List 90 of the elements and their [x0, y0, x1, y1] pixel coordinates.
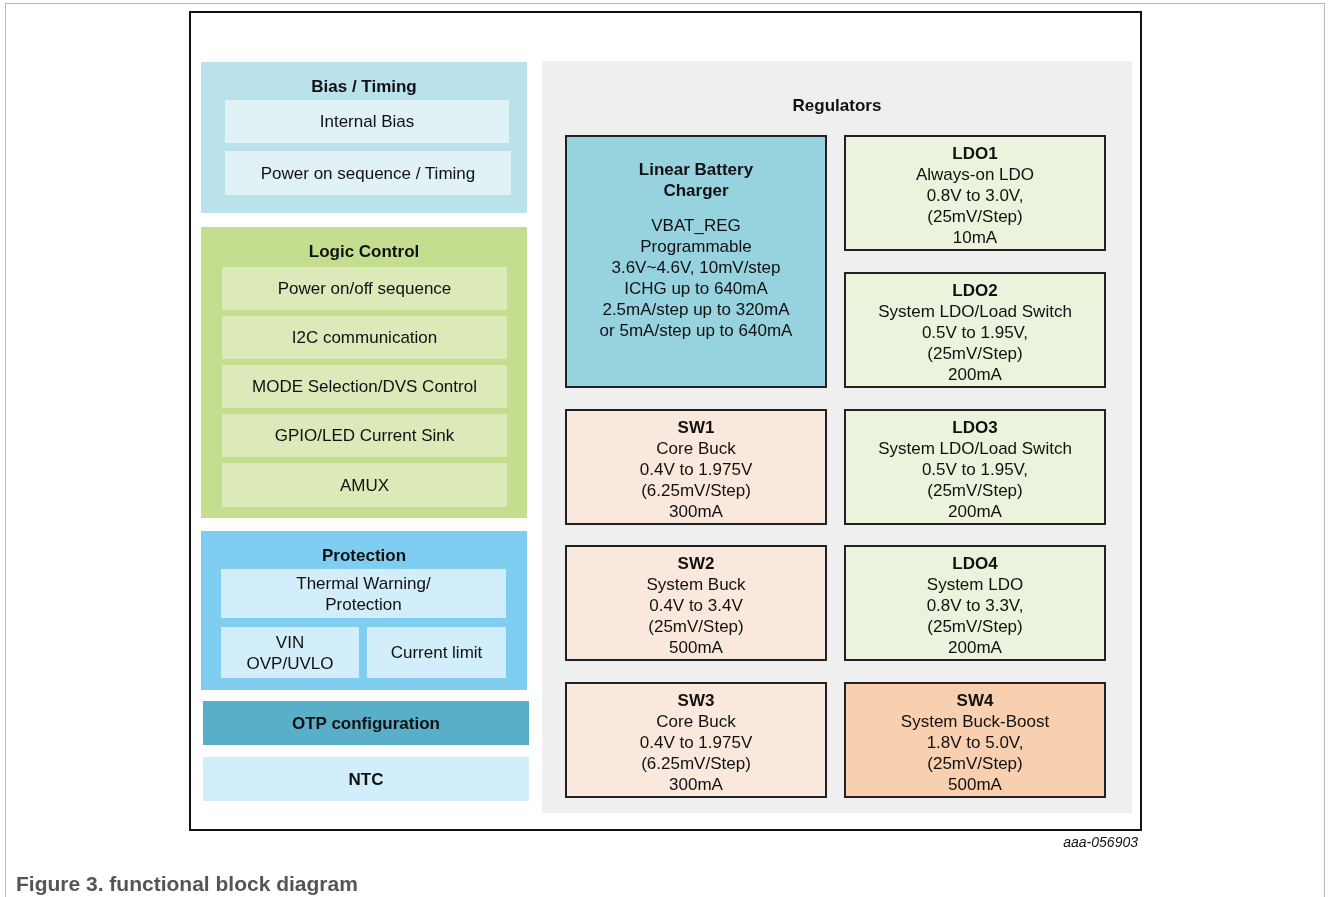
block-text: (25mV/Step)	[926, 343, 1024, 364]
block-text: 300mA	[668, 501, 724, 522]
function-box	[222, 414, 507, 457]
block-heading: LDO1	[951, 143, 999, 164]
block-text: Internal Bias	[318, 111, 416, 132]
block-heading: LDO3	[951, 417, 999, 438]
block-text: 10mA	[951, 227, 999, 248]
block-text: (25mV/Step)	[926, 480, 1024, 501]
block-text: Core Buck	[655, 711, 737, 732]
block-text: 200mA	[947, 364, 1003, 385]
block-text: (25mV/Step)	[926, 753, 1024, 774]
function-box	[221, 569, 506, 618]
block-text: Programmable	[639, 236, 753, 257]
block-heading: Linear Battery Charger	[637, 159, 755, 201]
regulator-box	[844, 682, 1106, 798]
block-text: MODE Selection/DVS Control	[251, 376, 478, 397]
block-text: (6.25mV/Step)	[640, 480, 752, 501]
regulator-box	[844, 545, 1106, 661]
block-text: 500mA	[668, 637, 724, 658]
function-box	[225, 100, 509, 143]
block-text: System LDO/Load Switch	[877, 438, 1073, 459]
function-box	[203, 757, 529, 801]
block-text: Current limit	[389, 642, 484, 663]
function-box	[222, 267, 507, 310]
function-box	[221, 627, 359, 678]
block-text: 2.5mA/step up to 320mA	[601, 299, 791, 320]
block-text: 1.8V to 5.0V,	[925, 732, 1025, 753]
block-heading: Protection	[320, 545, 408, 566]
block-text: 200mA	[947, 501, 1003, 522]
block-text: I2C communication	[290, 327, 439, 348]
group-panel	[201, 531, 527, 690]
regulator-box	[565, 135, 827, 388]
block-text: Thermal Warning/ Protection	[295, 572, 432, 615]
block-heading: OTP configuration	[291, 712, 441, 734]
block-text: System LDO	[925, 574, 1025, 595]
block-text: Power on/off sequence	[276, 278, 453, 299]
block-text: VIN OVP/UVLO	[245, 631, 335, 674]
block-text: System Buck	[645, 574, 747, 595]
figure-caption: Figure 3. functional block diagram	[16, 872, 358, 896]
block-heading: Logic Control	[307, 241, 421, 262]
block-text: 0.4V to 3.4V	[648, 595, 744, 616]
block-text: Core Buck	[655, 438, 737, 459]
group-panel	[201, 62, 527, 213]
regulator-box	[565, 682, 827, 798]
block-heading: Bias / Timing	[310, 76, 418, 97]
block-text: AMUX	[338, 474, 391, 496]
function-box	[367, 627, 506, 678]
block-heading: NTC	[347, 768, 385, 790]
block-text: (25mV/Step)	[926, 206, 1024, 227]
block-heading: LDO4	[951, 553, 999, 574]
function-box	[222, 365, 507, 408]
block-text: (25mV/Step)	[647, 616, 745, 637]
block-text: 0.8V to 3.3V,	[925, 595, 1025, 616]
block-text: ICHG up to 640mA	[623, 278, 769, 299]
block-text: 0.8V to 3.0V,	[925, 185, 1025, 206]
block-text: 200mA	[947, 637, 1003, 658]
block-text: System LDO/Load Switch	[877, 301, 1073, 322]
block-heading: SW3	[676, 690, 716, 711]
block-text: Always-on LDO	[914, 164, 1036, 185]
regulator-box	[565, 409, 827, 525]
block-text: 0.5V to 1.95V,	[920, 322, 1030, 343]
regulator-box	[844, 272, 1106, 388]
block-text: 0.4V to 1.975V	[638, 459, 754, 480]
regulator-box	[565, 545, 827, 661]
block-text: GPIO/LED Current Sink	[273, 425, 456, 446]
block-text: 500mA	[947, 774, 1003, 795]
block-heading: LDO2	[951, 280, 999, 301]
figure-id: aaa-056903	[1063, 834, 1138, 850]
block-text: VBAT_REG	[650, 215, 742, 236]
function-box	[222, 463, 507, 507]
block-heading: Regulators	[791, 95, 883, 116]
block-text: or 5mA/step up to 640mA	[598, 320, 794, 341]
block-text: 300mA	[668, 774, 724, 795]
group-panel	[201, 227, 527, 518]
regulator-box	[844, 135, 1106, 251]
block-heading: SW1	[676, 417, 716, 438]
function-box	[222, 316, 507, 359]
regulator-panel	[542, 61, 1132, 813]
block-text: (6.25mV/Step)	[640, 753, 752, 774]
block-heading: SW4	[955, 690, 995, 711]
block-text: (25mV/Step)	[926, 616, 1024, 637]
function-box	[203, 701, 529, 745]
block-text: 0.5V to 1.95V,	[920, 459, 1030, 480]
regulator-box	[844, 409, 1106, 525]
function-box	[225, 151, 511, 195]
block-text: Power on sequence / Timing	[259, 162, 477, 184]
block-text: 0.4V to 1.975V	[638, 732, 754, 753]
block-heading: SW2	[676, 553, 716, 574]
block-text: 3.6V~4.6V, 10mV/step	[610, 257, 782, 278]
block-text: System Buck-Boost	[899, 711, 1051, 732]
